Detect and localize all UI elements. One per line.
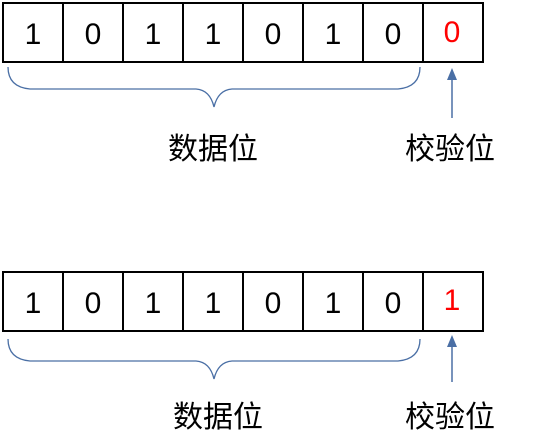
data-bit: 0 bbox=[265, 287, 282, 320]
bit-cell bbox=[362, 2, 424, 63]
parity-bit-label: 校验位 bbox=[405, 132, 495, 167]
data-bit: 1 bbox=[325, 18, 342, 51]
data-bit: 0 bbox=[385, 287, 402, 320]
bit-cell bbox=[302, 2, 364, 63]
bit-cell bbox=[62, 271, 124, 332]
parity-bit-label: 校验位 bbox=[405, 400, 495, 435]
data-bit: 1 bbox=[205, 18, 222, 51]
bit-cell bbox=[362, 271, 424, 332]
data-bit: 0 bbox=[85, 287, 102, 320]
data-bits-label: 数据位 bbox=[173, 400, 263, 435]
parity-bit: 1 bbox=[444, 284, 461, 317]
bit-row-2: 1 0 1 1 0 1 0 1 数据位 校验位 bbox=[2, 271, 495, 435]
parity-bit: 0 bbox=[444, 16, 461, 49]
parity-cell bbox=[422, 2, 484, 63]
bit-cell bbox=[2, 271, 64, 332]
bit-cell bbox=[62, 2, 124, 63]
bit-cell bbox=[122, 271, 184, 332]
data-bit: 1 bbox=[205, 287, 222, 320]
data-bit: 0 bbox=[85, 18, 102, 51]
bit-cell bbox=[122, 2, 184, 63]
data-bits-brace bbox=[7, 66, 421, 108]
data-bit: 1 bbox=[325, 287, 342, 320]
bit-row-1: 1 0 1 1 0 1 0 0 数据位 校验位 bbox=[2, 2, 495, 167]
data-bit: 1 bbox=[145, 287, 162, 320]
data-bits-brace bbox=[7, 338, 421, 380]
parity-arrow-head bbox=[447, 335, 457, 347]
bit-cell bbox=[302, 271, 364, 332]
parity-cell bbox=[422, 271, 484, 332]
bit-cell bbox=[242, 271, 304, 332]
data-bits-label: 数据位 bbox=[168, 132, 258, 167]
data-bit: 1 bbox=[25, 287, 42, 320]
data-bit: 1 bbox=[25, 18, 42, 51]
bit-cell bbox=[242, 2, 304, 63]
bit-cell bbox=[2, 2, 64, 63]
data-bit: 0 bbox=[265, 18, 282, 51]
data-bit: 1 bbox=[145, 18, 162, 51]
data-bit: 0 bbox=[385, 18, 402, 51]
parity-arrow-head bbox=[447, 68, 457, 80]
